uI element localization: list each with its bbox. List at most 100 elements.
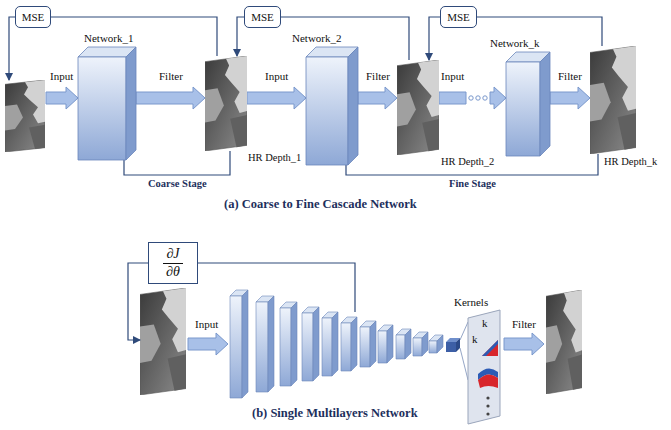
network-block: Network_1 bbox=[78, 47, 136, 160]
gradient-feedback-line bbox=[198, 263, 355, 312]
flow-arrow bbox=[439, 87, 506, 109]
connector-line bbox=[281, 17, 409, 60]
block-face bbox=[506, 62, 540, 156]
layer-side bbox=[370, 321, 376, 367]
layer-side bbox=[313, 307, 319, 381]
layer-face bbox=[396, 335, 405, 359]
layer-side bbox=[242, 290, 248, 398]
input-depth-image bbox=[140, 288, 186, 395]
output-label: HR Depth_1 bbox=[248, 152, 301, 164]
depth-image: HR Depth_k bbox=[590, 46, 636, 154]
output-label: HR Depth_2 bbox=[441, 156, 494, 168]
arrow-label: Filter bbox=[159, 70, 183, 83]
layer-face bbox=[280, 308, 291, 386]
mse-box: MSE bbox=[244, 6, 281, 28]
depth-map bbox=[205, 56, 247, 151]
box-label: MSE bbox=[251, 11, 274, 24]
output-cube bbox=[446, 342, 456, 352]
more-dots bbox=[486, 404, 489, 407]
layer-side bbox=[332, 312, 338, 376]
arrow-label: Input bbox=[50, 70, 73, 83]
mse-feedback-line bbox=[9, 17, 15, 80]
stage-label: Coarse Stage bbox=[148, 178, 207, 190]
network-label: Network_1 bbox=[84, 32, 134, 45]
layer-face bbox=[302, 313, 313, 381]
arrow-label: Filter bbox=[512, 318, 536, 331]
layer-side bbox=[351, 317, 357, 371]
kernel-red bbox=[482, 340, 498, 356]
network-layers bbox=[230, 290, 443, 398]
network-block: Network_k bbox=[506, 52, 550, 156]
network-block: Network_2 bbox=[306, 47, 358, 165]
kernel-leader bbox=[460, 322, 468, 340]
ellipsis-dots bbox=[483, 96, 487, 100]
panel-heading: Kernels bbox=[454, 296, 488, 309]
block-shape bbox=[78, 47, 136, 160]
block-shape bbox=[306, 47, 358, 165]
connector-line bbox=[429, 17, 440, 60]
layer-side bbox=[268, 296, 274, 392]
input-depth-image bbox=[5, 80, 45, 152]
kernel-panel: Kernelskk bbox=[468, 310, 500, 424]
panel-outline bbox=[468, 310, 500, 424]
depth-map bbox=[590, 46, 636, 154]
mse-box: MSE bbox=[15, 6, 51, 28]
layer-face bbox=[378, 331, 387, 363]
layer-side bbox=[291, 302, 297, 386]
flow-arrow bbox=[247, 87, 306, 109]
subfigure-caption: (b) Single Multilayers Network bbox=[252, 406, 418, 421]
box-label: MSE bbox=[22, 11, 45, 24]
block-face bbox=[306, 57, 348, 165]
block-side bbox=[540, 52, 550, 156]
layer-face bbox=[360, 327, 370, 367]
kernel-leader bbox=[460, 348, 468, 380]
flow-arrow bbox=[136, 87, 205, 109]
layer-side bbox=[437, 335, 443, 353]
layer-face bbox=[256, 302, 268, 392]
depth-map bbox=[397, 60, 439, 155]
gradient-feedback-line bbox=[128, 263, 148, 340]
arrow-label: Input bbox=[441, 70, 464, 83]
kernel-size: k bbox=[482, 317, 488, 330]
layer-face bbox=[341, 323, 351, 371]
arrow-label: Input bbox=[195, 318, 218, 331]
ellipsis-dots bbox=[469, 96, 473, 100]
depth-map bbox=[590, 46, 636, 154]
layer-face bbox=[429, 341, 437, 353]
depth-map bbox=[397, 60, 439, 155]
depth-image: HR Depth_2 bbox=[397, 60, 439, 155]
flow-arrow bbox=[358, 87, 397, 109]
ellipsis-dots bbox=[476, 96, 480, 100]
gradient-box: ∂J ∂θ bbox=[148, 242, 198, 284]
connector-line bbox=[346, 154, 598, 175]
block-face bbox=[78, 57, 126, 160]
layer-face bbox=[413, 338, 422, 356]
arrow-label: Filter bbox=[558, 70, 582, 83]
block-shape bbox=[506, 52, 550, 156]
box-label: MSE bbox=[447, 11, 470, 24]
layer-face bbox=[230, 296, 242, 398]
layer-face bbox=[322, 318, 332, 376]
layer-side bbox=[405, 329, 411, 359]
stage-label: Fine Stage bbox=[449, 178, 496, 190]
more-dots bbox=[486, 396, 489, 399]
output-label: HR Depth_k bbox=[604, 156, 657, 168]
kernel-blue bbox=[482, 340, 498, 356]
connector-line bbox=[124, 151, 230, 175]
more-dots bbox=[486, 412, 489, 415]
output-cube bbox=[456, 338, 460, 352]
mse-box: MSE bbox=[440, 6, 477, 28]
kernel-size: k bbox=[472, 333, 478, 346]
depth-map bbox=[205, 56, 247, 151]
subfigure-caption: (a) Coarse to Fine Cascade Network bbox=[224, 197, 417, 212]
network-label: Network_k bbox=[490, 37, 540, 50]
flow-arrow bbox=[550, 87, 590, 109]
input-arrow bbox=[188, 333, 228, 355]
block-side bbox=[348, 47, 358, 165]
fraction-bar bbox=[163, 263, 183, 264]
depth-image: HR Depth_1 bbox=[205, 56, 247, 151]
block-side bbox=[126, 47, 136, 160]
